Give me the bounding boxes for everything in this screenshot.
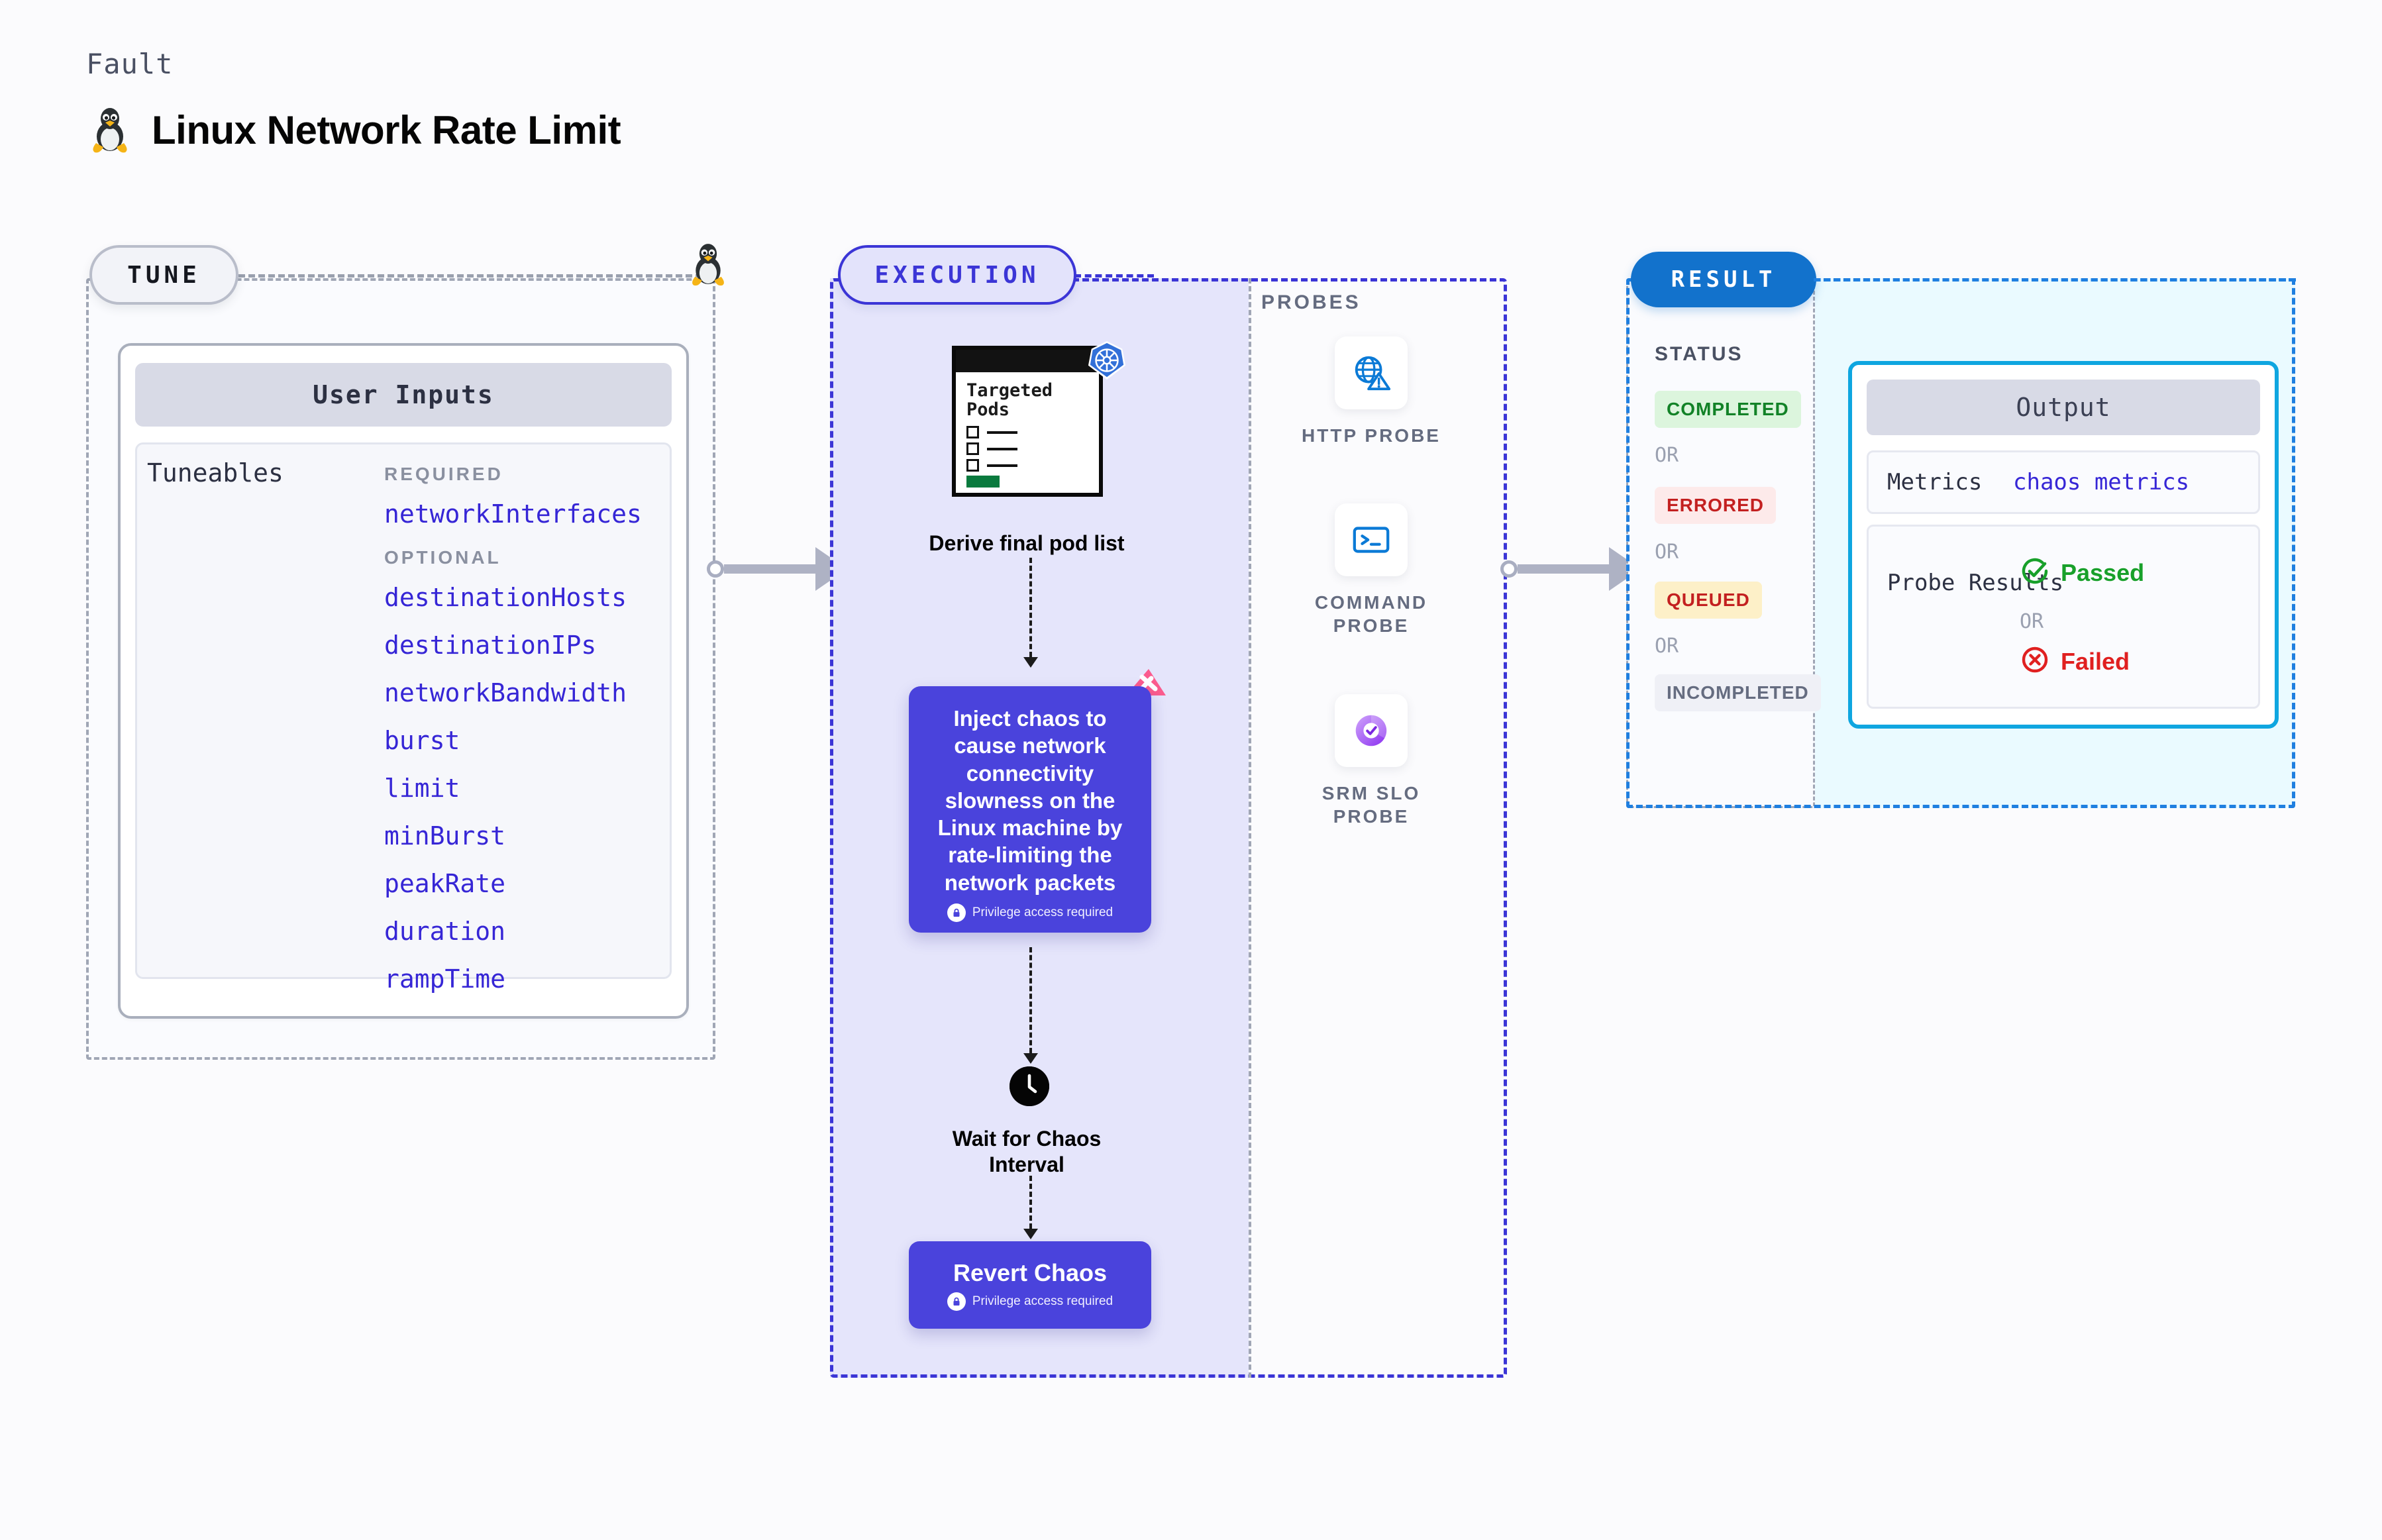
wait-for-chaos-caption: Wait for Chaos Interval — [952, 1127, 1102, 1177]
failed-label: Failed — [2061, 647, 2130, 675]
tuneable-destinationHosts[interactable]: destinationHosts — [384, 583, 627, 612]
tuneable-limit[interactable]: limit — [384, 774, 460, 803]
probe-http[interactable]: HTTP PROBE — [1292, 336, 1451, 447]
status-badge-completed: COMPLETED — [1655, 391, 1801, 428]
placeholder-line — [987, 447, 1017, 450]
connector-start-dot — [1500, 560, 1518, 578]
list-item — [966, 459, 1088, 472]
checkbox-icon — [966, 459, 979, 472]
result-section-pill[interactable]: RESULT — [1631, 252, 1816, 307]
status-badge-incompleted: INCOMPLETED — [1655, 674, 1821, 711]
clock-icon — [1010, 1066, 1049, 1106]
placeholder-line — [987, 431, 1017, 434]
fault-kicker: Fault — [86, 48, 174, 80]
tuneable-duration[interactable]: duration — [384, 917, 506, 946]
kubernetes-icon — [1086, 340, 1127, 384]
tuneable-peakRate[interactable]: peakRate — [384, 869, 506, 898]
or-separator: OR — [1655, 444, 1679, 467]
privilege-note: Privilege access required — [947, 903, 1113, 922]
lock-icon — [947, 903, 966, 922]
connector-shaft — [724, 564, 817, 574]
pod-checklist — [966, 426, 1088, 472]
globe-warning-icon — [1335, 336, 1408, 409]
targeted-pods-title: Targeted Pods — [966, 380, 1053, 420]
check-circle-icon — [2020, 556, 2050, 590]
inject-chaos-card[interactable]: Inject chaos to cause network connectivi… — [909, 686, 1151, 933]
probe-result-passed: Passed — [2020, 556, 2144, 590]
tune-connector-line — [238, 274, 702, 278]
derive-pod-list-caption: Derive final pod list — [929, 531, 1125, 555]
probe-label: COMMAND PROBE — [1314, 592, 1428, 636]
tuneable-networkInterfaces[interactable]: networkInterfaces — [384, 499, 642, 529]
flow-arrowhead — [1023, 1053, 1038, 1064]
probe-srm-slo[interactable]: SRM SLO PROBE — [1292, 694, 1451, 828]
privilege-note-text: Privilege access required — [972, 1294, 1113, 1308]
privilege-note: Privilege access required — [947, 1292, 1113, 1311]
status-badge-errored: ERRORED — [1655, 487, 1777, 524]
probe-results-row: Probe Results Passed OR Failed — [1867, 525, 2260, 709]
tuneables-label: Tuneables — [147, 458, 284, 488]
connector-shaft — [1518, 564, 1610, 574]
or-separator: OR — [1655, 540, 1679, 564]
flow-arrowhead — [1023, 657, 1038, 668]
execution-section-pill[interactable]: EXECUTION — [838, 245, 1076, 305]
lock-icon — [947, 1292, 966, 1311]
flow-arrow — [1029, 558, 1032, 657]
tuneable-minBurst[interactable]: minBurst — [384, 821, 506, 850]
slo-gauge-icon — [1335, 694, 1408, 767]
linux-penguin-icon — [689, 242, 727, 290]
tuneable-destinationIPs[interactable]: destinationIPs — [384, 631, 597, 660]
flow-arrow — [1029, 1176, 1032, 1229]
tuneables-list: REQUIRED networkInterfaces OPTIONAL dest… — [384, 456, 662, 1012]
tuneables-panel — [135, 442, 672, 979]
metrics-row: Metrics chaos metrics — [1867, 450, 2260, 514]
placeholder-line — [987, 464, 1017, 467]
execution-probes-divider — [1249, 278, 1251, 1378]
privilege-note-text: Privilege access required — [972, 905, 1113, 919]
probes-label: PROBES — [1261, 291, 1361, 313]
tuneable-burst[interactable]: burst — [384, 726, 460, 755]
revert-chaos-card[interactable]: Revert Chaos Privilege access required — [909, 1241, 1151, 1329]
revert-chaos-title: Revert Chaos — [953, 1259, 1108, 1286]
or-separator: OR — [1655, 635, 1679, 658]
result-connector-line — [1814, 278, 2296, 282]
linux-penguin-icon — [89, 106, 130, 154]
execution-connector-line — [1074, 274, 1154, 278]
status-label: STATUS — [1655, 343, 1743, 365]
checkbox-icon — [966, 426, 979, 439]
terminal-icon — [1335, 503, 1408, 576]
x-circle-icon — [2020, 644, 2050, 678]
page-title: Linux Network Rate Limit — [89, 106, 621, 154]
passed-label: Passed — [2061, 558, 2145, 586]
page-title-text: Linux Network Rate Limit — [152, 107, 621, 152]
tuneables-group-required: REQUIRED — [384, 464, 503, 484]
probe-result-failed: Failed — [2020, 644, 2130, 678]
window-titlebar — [956, 350, 1099, 372]
user-inputs-header: User Inputs — [135, 363, 672, 427]
list-item — [966, 426, 1088, 439]
tune-section-pill[interactable]: TUNE — [89, 245, 238, 305]
or-separator: OR — [2020, 610, 2044, 633]
tuneables-group-optional: OPTIONAL — [384, 547, 501, 568]
inject-chaos-text: Inject chaos to cause network connectivi… — [937, 706, 1123, 895]
probe-command[interactable]: COMMAND PROBE — [1292, 503, 1451, 637]
connector-start-dot — [707, 560, 724, 578]
list-item — [966, 442, 1088, 456]
metrics-value[interactable]: chaos metrics — [2013, 469, 2190, 495]
flow-arrowhead — [1023, 1229, 1038, 1239]
output-header: Output — [1867, 380, 2260, 435]
result-status-column — [1626, 278, 1815, 808]
checkbox-icon — [966, 442, 979, 456]
probe-label: SRM SLO PROBE — [1321, 783, 1421, 827]
metrics-label: Metrics — [1887, 469, 1983, 495]
probe-label: HTTP PROBE — [1302, 425, 1441, 446]
tuneable-networkBandwidth[interactable]: networkBandwidth — [384, 678, 627, 707]
status-badge-queued: QUEUED — [1655, 582, 1762, 619]
targeted-pods-window: Targeted Pods — [952, 346, 1103, 497]
status-bar — [966, 476, 1000, 488]
execution-probes-section — [830, 278, 1507, 1378]
tuneable-rampTime[interactable]: rampTime — [384, 964, 506, 994]
flow-arrow — [1029, 947, 1032, 1053]
